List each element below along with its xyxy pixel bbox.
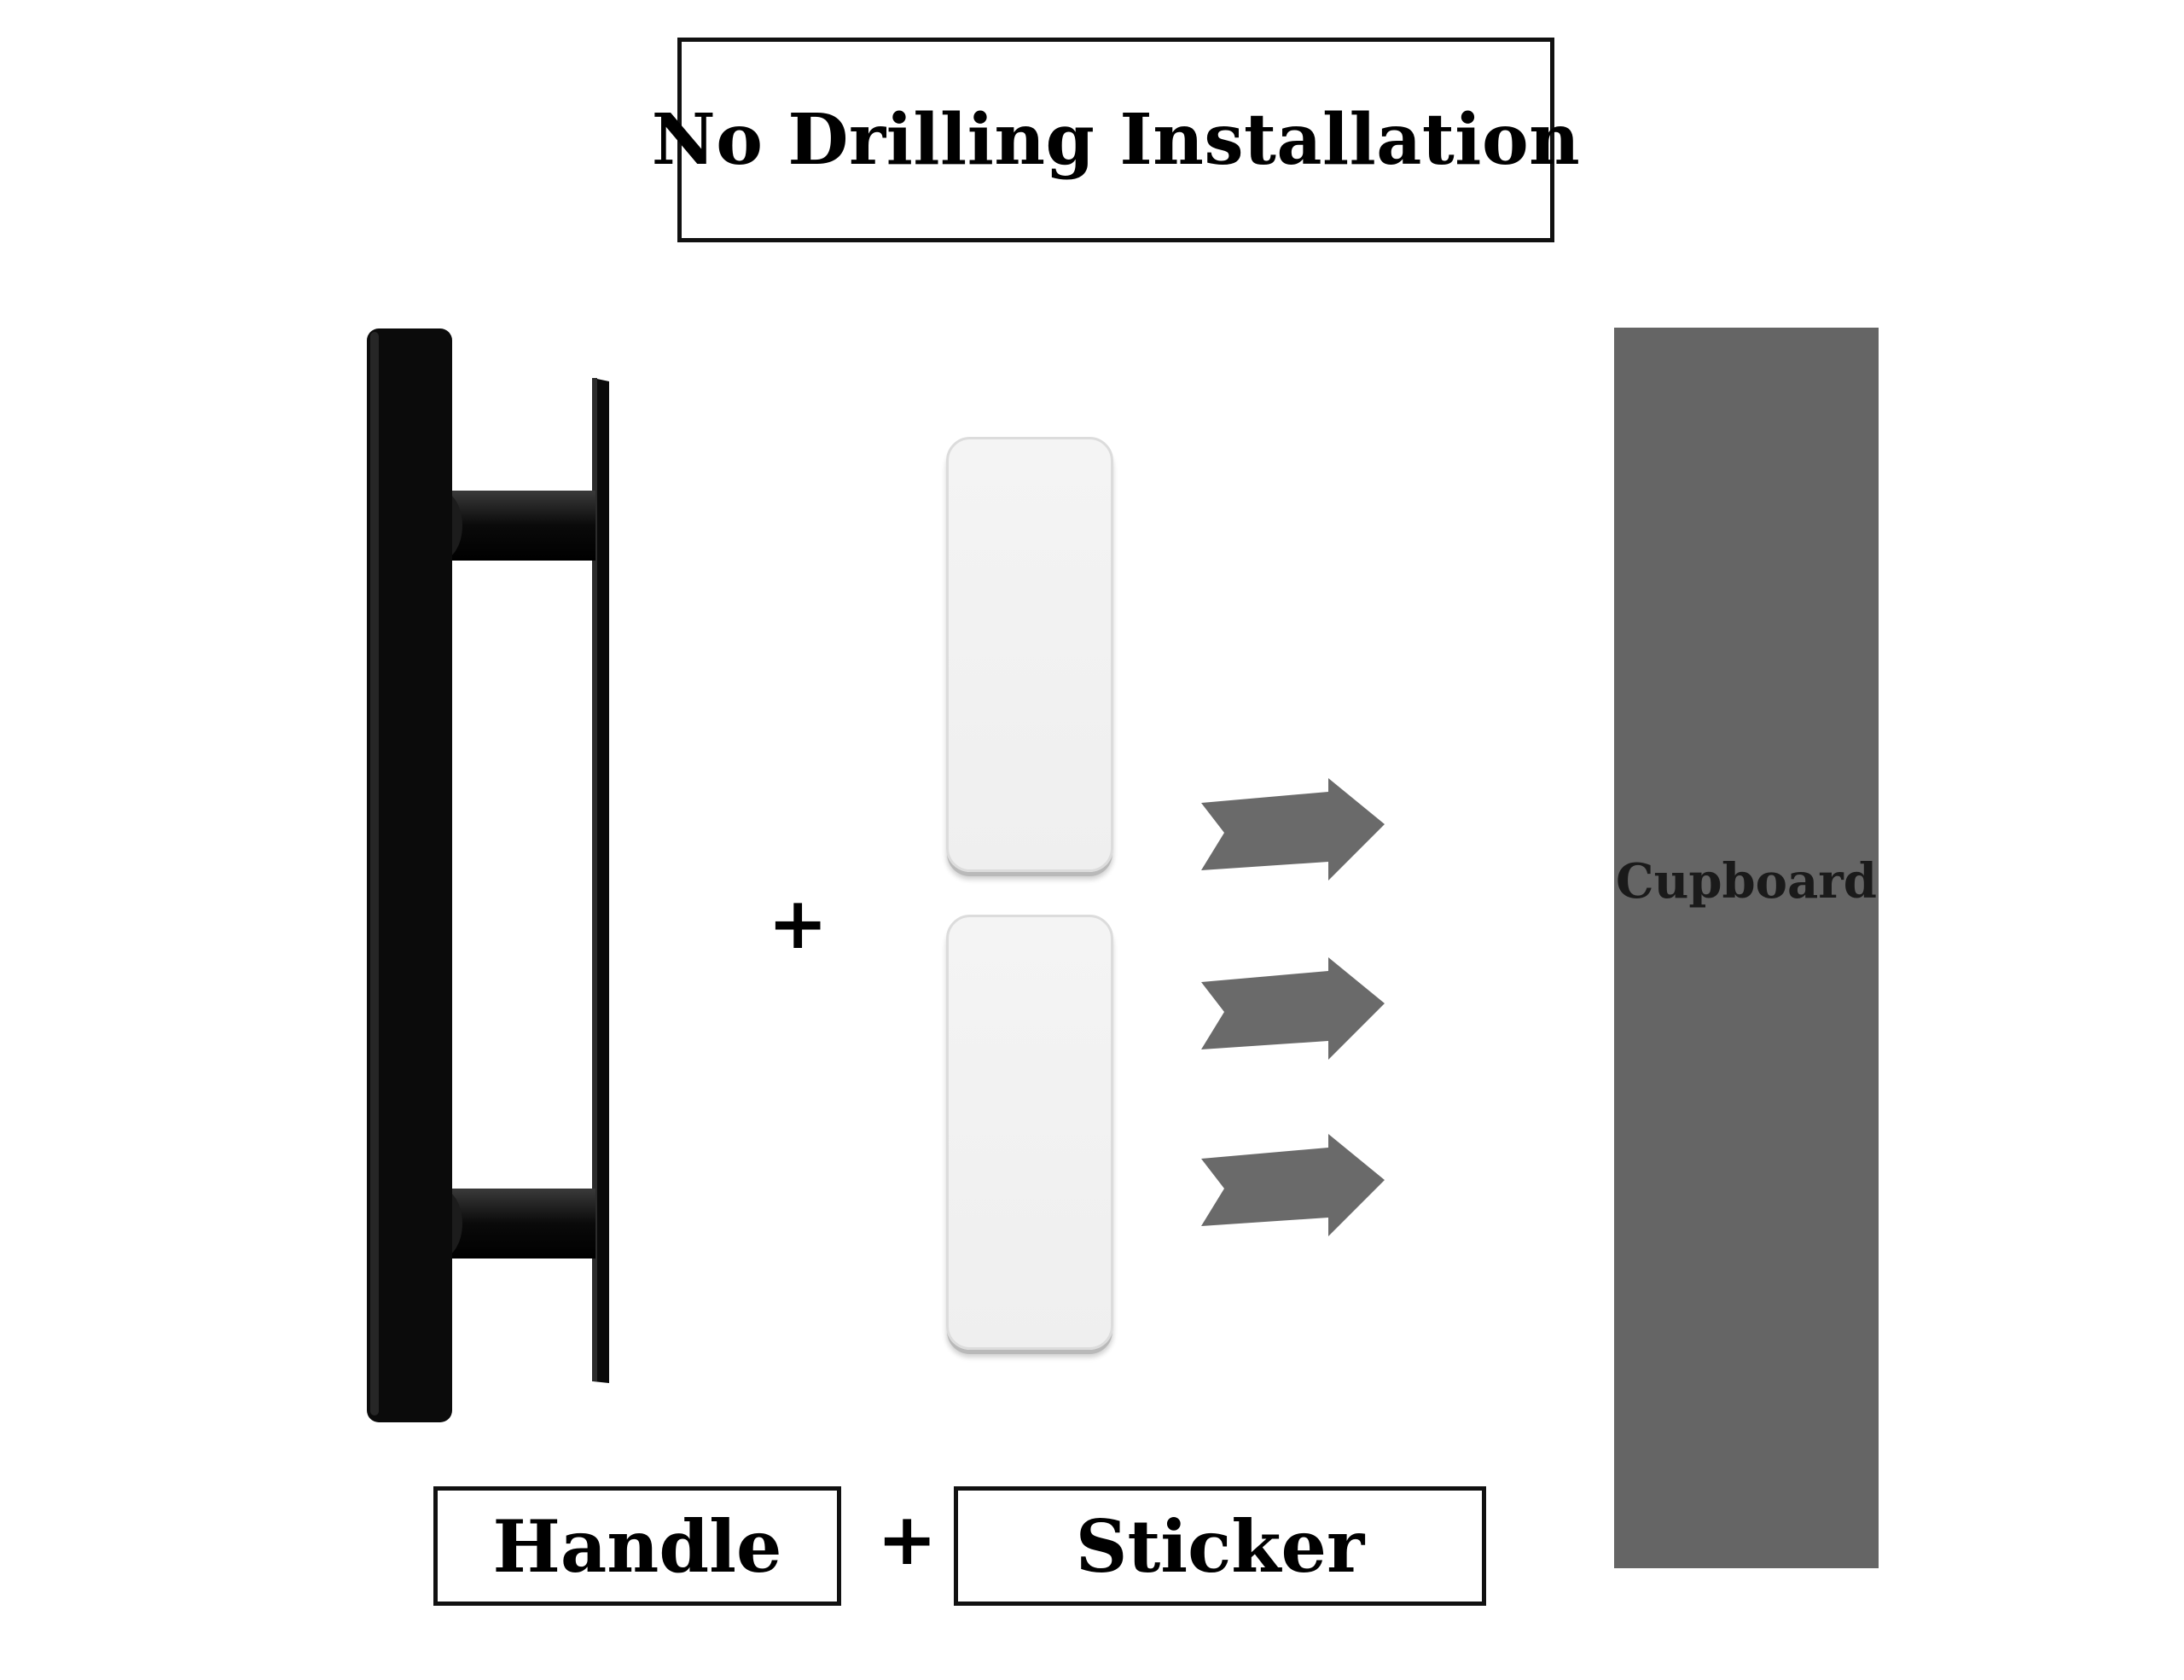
- handle-label-box: Handle: [433, 1486, 841, 1606]
- handle-icon: [367, 328, 609, 1422]
- page-title: No Drilling Installation: [651, 99, 1581, 181]
- handle-label: Handle: [492, 1503, 782, 1589]
- sticker-icon: [946, 915, 1113, 1350]
- plus-sign-bottom: +: [877, 1497, 938, 1581]
- sticker-label: Sticker: [1075, 1503, 1365, 1589]
- sticker-label-box: Sticker: [954, 1486, 1486, 1606]
- arrow-right-icon: [1201, 1134, 1385, 1236]
- sticker-icon: [946, 437, 1113, 872]
- arrow-right-icon: [1201, 778, 1385, 881]
- plus-sign: +: [768, 881, 828, 965]
- arrow-right-icon: [1201, 957, 1385, 1060]
- cupboard-label: Cupboard: [1616, 853, 1877, 910]
- title-box: No Drilling Installation: [652, 38, 1580, 242]
- cupboard-panel: Cupboard: [1614, 328, 1879, 1568]
